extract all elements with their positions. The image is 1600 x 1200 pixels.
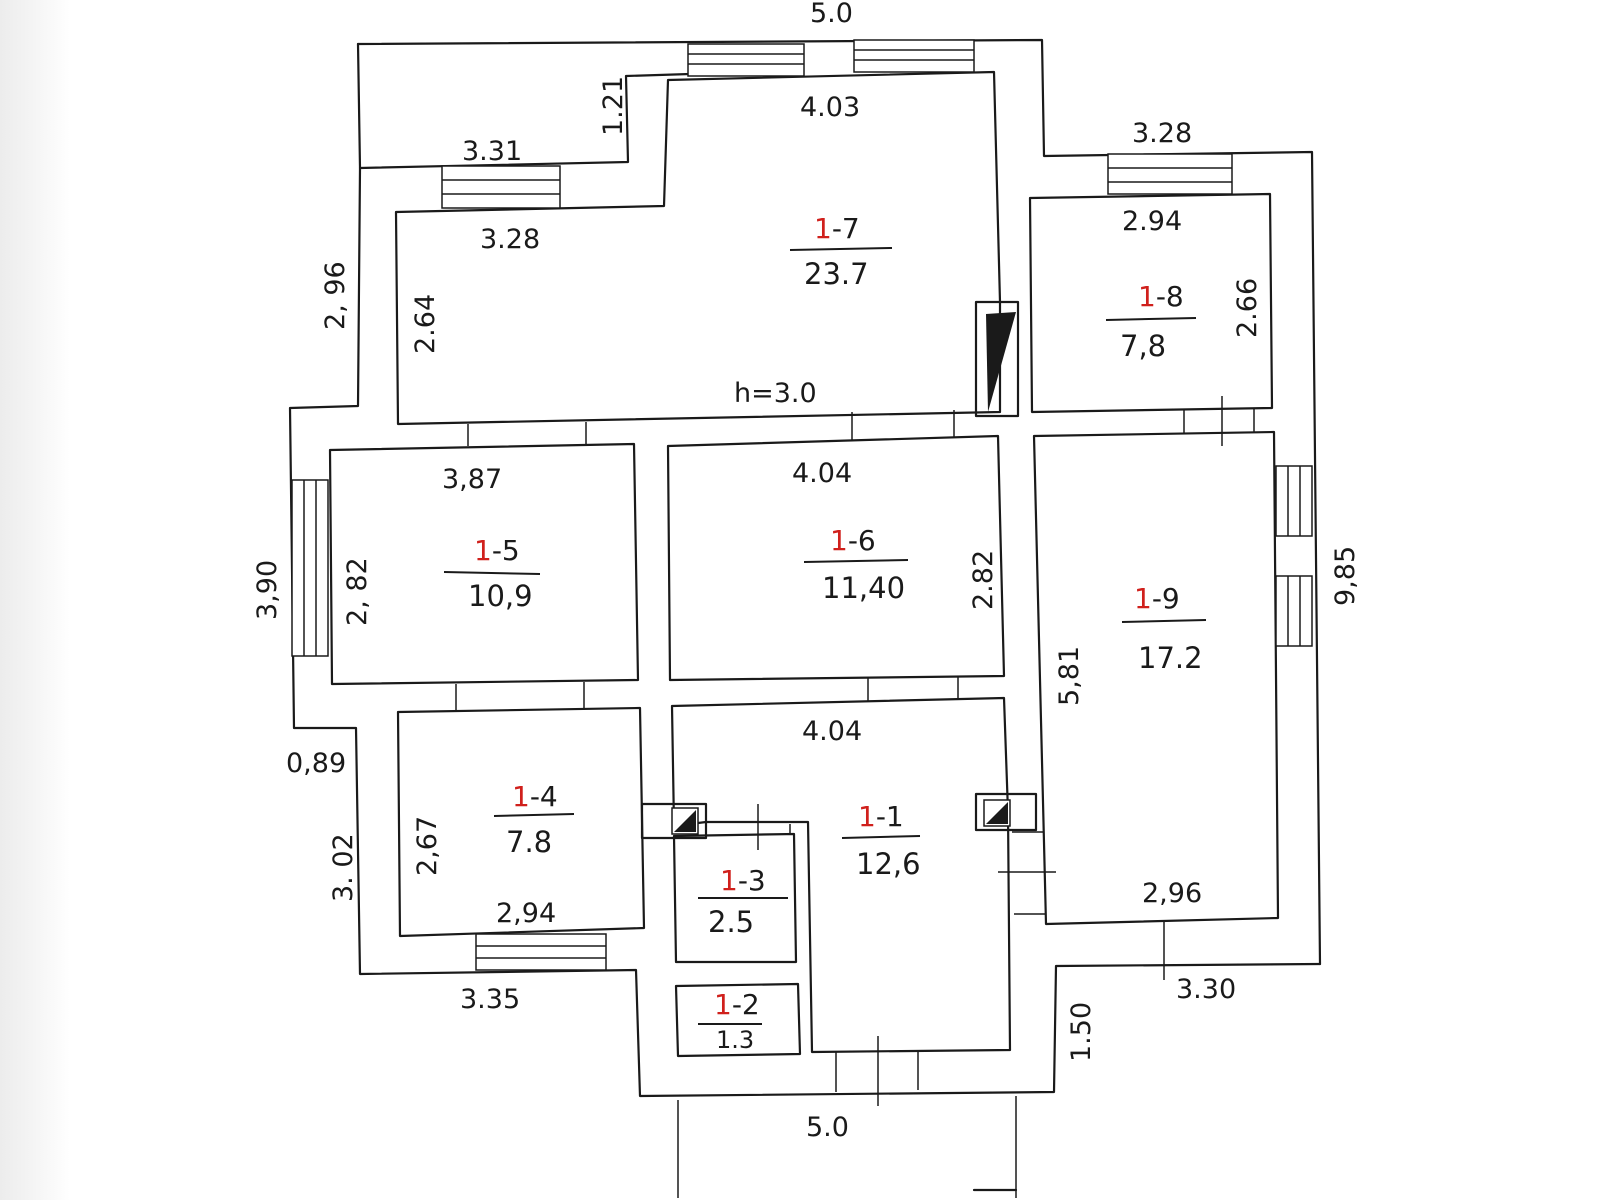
room-label-1-5: 1-5 10,9 [443, 534, 541, 613]
room-outline-1-9 [1032, 430, 1280, 926]
room-area-1-1: 12,6 [856, 847, 921, 881]
svg-text:1-1: 1-1 [858, 800, 904, 833]
room-area-1-2: 1.3 [716, 1026, 754, 1054]
scan-shadow [0, 0, 70, 1200]
svg-text:1-5: 1-5 [474, 534, 520, 567]
outer-wall-left [288, 166, 1322, 1098]
dim-3-90: 3,90 [252, 560, 283, 620]
room-area-1-4: 7.8 [506, 825, 552, 859]
dim-2-94-low: 2,94 [496, 898, 556, 929]
dim-4-03: 4.03 [800, 92, 860, 123]
room-label-1-9: 1-9 17.2 [1121, 582, 1207, 675]
dim-bottom-total: 5.0 [806, 1112, 849, 1143]
room-label-1-8: 1-8 7,8 [1105, 280, 1197, 363]
svg-text:1-2: 1-2 [714, 988, 760, 1021]
vent-stack-1-7 [974, 300, 1020, 418]
dim-2-66: 2.66 [1232, 278, 1263, 338]
room-outline-1-2 [674, 982, 802, 1058]
room-area-1-6: 11,40 [822, 571, 905, 605]
height-label: h=3.0 [734, 378, 817, 409]
room-area-1-9: 17.2 [1138, 641, 1203, 675]
room-label-1-6: 1-6 11,40 [803, 524, 909, 605]
window-1-5 [291, 479, 329, 657]
room-label-1-3: 1-3 2.5 [698, 864, 788, 939]
window-1-4 [475, 933, 607, 971]
dim-2-96-right: 2,96 [1142, 878, 1202, 909]
room-area-1-7: 23.7 [804, 257, 869, 291]
window-1-9-lower [1275, 575, 1313, 647]
vent-1-4 [640, 802, 708, 840]
dim-3-31: 3.31 [462, 136, 522, 167]
vent-1-1 [974, 792, 1038, 832]
room-outline-1-8 [1028, 192, 1274, 414]
dim-2-82-right: 2.82 [968, 550, 999, 610]
outer-wall-top-left [356, 38, 1322, 966]
svg-text:1-9: 1-9 [1134, 582, 1180, 615]
dim-2-96-left: 2, 96 [320, 261, 351, 330]
dim-9-85: 9,85 [1330, 546, 1361, 606]
door-marks [455, 396, 1255, 1106]
room-label-1-7: 1-7 23.7 [789, 212, 893, 291]
dim-2-94-top: 2.94 [1122, 206, 1182, 237]
room-outline-1-6 [666, 434, 1006, 682]
room-area-1-3: 2.5 [708, 905, 754, 939]
svg-text:1-4: 1-4 [512, 780, 558, 813]
dim-1-21: 1.21 [598, 76, 629, 136]
room-label-1-1: 1-1 12,6 [841, 800, 921, 881]
svg-text:1-3: 1-3 [720, 864, 766, 897]
window-top-left [687, 43, 805, 77]
dim-0-89: 0,89 [286, 748, 346, 779]
room-area-1-8: 7,8 [1120, 329, 1166, 363]
dim-4-04-low: 4.04 [802, 716, 862, 747]
room-outline-1-3 [672, 832, 798, 964]
dim-3-02: 3. 02 [328, 833, 359, 902]
svg-text:1-6: 1-6 [830, 524, 876, 557]
room-outline-1-5 [328, 442, 640, 686]
dim-3-28-right: 3.28 [1132, 118, 1192, 149]
room-label-1-2: 1-2 1.3 [698, 988, 762, 1054]
dim-4-04-mid: 4.04 [792, 458, 852, 489]
dim-2-82-left: 2, 82 [342, 557, 373, 626]
window-1-9-upper [1275, 465, 1313, 537]
dim-3-30: 3.30 [1176, 974, 1236, 1005]
dim-3-35: 3.35 [460, 984, 520, 1015]
dim-3-87: 3,87 [442, 464, 502, 495]
bottom-extension [677, 1096, 1018, 1198]
room-label-1-4: 1-4 7.8 [493, 780, 575, 859]
window-1-8 [1107, 153, 1233, 195]
outer-wall-top-left-inner [356, 42, 692, 170]
room-outline-1-7 [394, 70, 1002, 426]
dim-3-28-mid: 3.28 [480, 224, 540, 255]
dim-2-67: 2,67 [412, 816, 443, 876]
window-1-7-left [441, 165, 561, 209]
window-top-right [853, 39, 975, 73]
svg-text:1-7: 1-7 [814, 212, 860, 245]
svg-text:1-8: 1-8 [1138, 280, 1184, 313]
room-area-1-5: 10,9 [468, 579, 533, 613]
dim-1-50: 1.50 [1066, 1002, 1097, 1062]
room-outline-1-4 [396, 706, 646, 938]
dim-top-total: 5.0 [810, 0, 853, 29]
dim-2-64: 2.64 [410, 294, 441, 354]
dim-5-81: 5,81 [1054, 646, 1085, 706]
